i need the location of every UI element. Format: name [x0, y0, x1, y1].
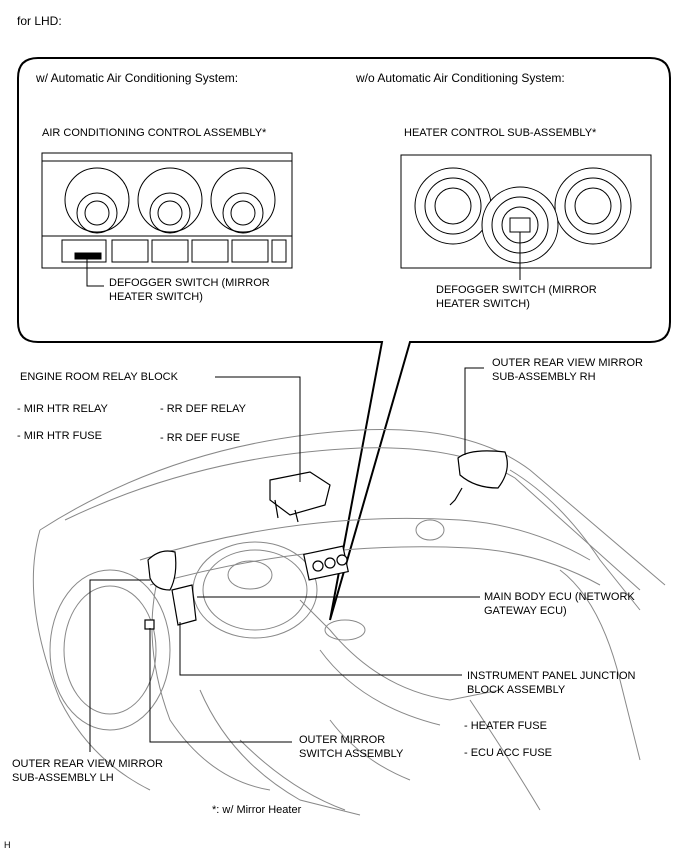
heater-control-panel [400, 154, 652, 269]
left-switch-leader [86, 258, 104, 287]
mirror-lh-label-2: SUB-ASSEMBLY LH [12, 772, 114, 784]
footnote: *: w/ Mirror Heater [212, 804, 302, 816]
heater-control-label: HEATER CONTROL SUB-ASSEMBLY* [404, 127, 597, 139]
ip-junction-label-1: INSTRUMENT PANEL JUNCTION [467, 670, 636, 682]
mirror-lh-label-1: OUTER REAR VIEW MIRROR [12, 758, 163, 770]
relay-item-mir-htr-fuse: - MIR HTR FUSE [17, 430, 102, 442]
right-switch-label-2: HEATER SWITCH) [436, 298, 530, 310]
right-switch-label-1: DEFOGGER SWITCH (MIRROR [436, 284, 597, 296]
callout-box [17, 57, 671, 621]
components [144, 450, 508, 630]
leader-lines [89, 367, 484, 752]
ip-junction-label-2: BLOCK ASSEMBLY [467, 684, 566, 696]
left-heading: w/ Automatic Air Conditioning System: [36, 71, 239, 85]
left-switch-label-1: DEFOGGER SWITCH (MIRROR [109, 277, 270, 289]
mirror-rh-label-1: OUTER REAR VIEW MIRROR [492, 357, 643, 369]
ip-item-ecu-acc-fuse: - ECU ACC FUSE [464, 747, 553, 759]
mirror-switch-label-1: OUTER MIRROR [299, 734, 386, 746]
relay-item-rr-def-fuse: - RR DEF FUSE [160, 432, 241, 444]
mirror-switch-label-2: SWITCH ASSEMBLY [299, 748, 404, 760]
relay-block-title: ENGINE ROOM RELAY BLOCK [20, 371, 178, 383]
left-switch-label-2: HEATER SWITCH) [109, 291, 203, 303]
car-interior [32, 429, 666, 816]
relay-item-rr-def-relay: - RR DEF RELAY [160, 403, 246, 415]
main-body-ecu-label-1: MAIN BODY ECU (NETWORK [484, 591, 635, 603]
relay-item-mir-htr-relay: - MIR HTR RELAY [17, 403, 108, 415]
ac-control-label: AIR CONDITIONING CONTROL ASSEMBLY* [42, 127, 267, 139]
page-title: for LHD: [17, 14, 62, 28]
ip-item-heater-fuse: - HEATER FUSE [464, 720, 547, 732]
corner-mark: H [4, 840, 11, 850]
mirror-rh-label-2: SUB-ASSEMBLY RH [492, 371, 596, 383]
ac-control-panel [41, 152, 293, 269]
main-body-ecu-label-2: GATEWAY ECU) [484, 605, 567, 617]
right-heading: w/o Automatic Air Conditioning System: [356, 71, 565, 85]
